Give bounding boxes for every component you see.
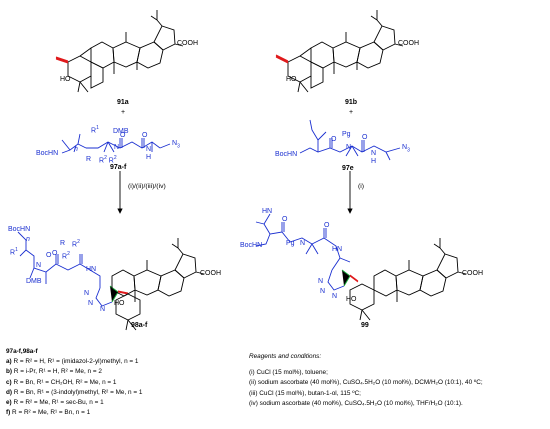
nh-98af: HN <box>86 266 97 273</box>
o-98af-2: O <box>52 250 58 257</box>
n-italic-98af: n <box>26 236 30 243</box>
r2-98af-2: R2 <box>62 251 70 261</box>
n-98af: N <box>36 262 42 269</box>
plus-left: + <box>121 109 126 116</box>
o-97e-2: O <box>362 134 368 141</box>
label-91a: 91a <box>117 99 129 106</box>
compound-98af-triazole <box>95 287 113 307</box>
legend-row-a: a) R = R² = H, R¹ = (imidazol-2-yl)methy… <box>6 358 139 366</box>
n-99: N <box>300 240 306 247</box>
r1-98af: R1 <box>10 247 18 257</box>
r2-98af-1: R2 <box>72 239 80 249</box>
bochn-99: BocHN <box>240 242 263 249</box>
alkyne-91b <box>275 54 289 64</box>
label-97af: 97a-f <box>110 164 127 171</box>
dmb-97af: DMB <box>113 128 129 135</box>
alkyne-91a <box>55 56 69 64</box>
triazole-n-98af-1: N <box>84 290 90 297</box>
n-97af: N <box>114 144 120 151</box>
reagent-ii: (ii) sodium ascorbate (40 mol%), CuSO₄.5… <box>249 379 483 387</box>
substituent-legend: 97a-f,98a-f a) R = R² = H, R¹ = (imidazo… <box>6 347 142 418</box>
label-98af: 98a-f <box>131 322 148 329</box>
label-91b: 91b <box>345 99 358 106</box>
legend-row-f: f) R = R² = Me, R¹ = Bn, n = 1 <box>6 409 91 417</box>
cooh-98af: COOH <box>200 270 221 277</box>
plus-right: + <box>349 109 354 116</box>
reagents-title: Reagents and conditions: <box>249 353 322 360</box>
label-99: 99 <box>361 322 369 329</box>
bochn-98af: BocHN <box>8 226 31 233</box>
compound-99-skeleton <box>349 238 467 321</box>
r1-97af: R1 <box>91 125 99 135</box>
r-97af: R <box>86 156 92 163</box>
triazole-n-99-2: N <box>320 288 326 295</box>
legend-row-e: e) R = R² = Me, R¹ = sec-Bu, n = 1 <box>6 399 104 407</box>
compound-97af-structure <box>61 133 171 154</box>
bochn-97af: BocHN <box>36 150 59 157</box>
n-italic-97af: n <box>74 146 78 153</box>
reagent-i: (i) CuCl (15 mol%), toluene; <box>249 369 328 377</box>
nh-97e: N <box>371 150 377 157</box>
compound-99-triazole <box>327 269 345 291</box>
hn-99: HN <box>262 208 273 215</box>
ho-98af: HO <box>114 300 125 307</box>
nh-99: HN <box>332 246 343 253</box>
triazole-n-99-1: N <box>318 278 324 285</box>
n-97e: N <box>346 144 352 151</box>
r-98af: R <box>60 240 66 247</box>
o-97af-2: O <box>142 132 148 139</box>
h-97af: H <box>146 154 152 161</box>
o-98af-1: O <box>46 252 52 259</box>
o-97e-1: O <box>331 136 337 143</box>
cooh-91a: COOH <box>177 40 198 47</box>
compound-98af-triazole-red <box>117 290 129 295</box>
reagent-iii: (iii) CuCl (15 mol%), butan-1-ol, 115 ºC… <box>249 389 361 397</box>
h-97e: H <box>371 158 377 165</box>
ho-91a: HO <box>60 76 71 83</box>
ho-91b: HO <box>286 76 297 83</box>
conditions-right: (i) <box>358 183 365 190</box>
pg-97e: Pg <box>342 131 351 138</box>
cooh-91b: COOH <box>398 40 419 47</box>
n3-97af: N3 <box>172 140 180 150</box>
compound-99-triazole-green <box>341 269 351 287</box>
reagent-iv: (iv) sodium ascorbate (40 mol%), CuSO₄.5… <box>249 399 463 407</box>
n3-97e: N3 <box>402 144 410 154</box>
triazole-n-99-3: N <box>332 293 338 300</box>
o-97af-1: O <box>120 132 126 139</box>
nh-97af: N <box>146 146 152 153</box>
cooh-99: COOH <box>462 270 483 277</box>
o-99-1: O <box>282 216 288 223</box>
label-97e: 97e <box>342 165 354 172</box>
legend-row-c: c) R = Bn, R¹ = CH₂OH, R² = Me, n = 1 <box>6 378 117 386</box>
legend-heading: 97a-f,98a-f <box>6 348 38 355</box>
compound-91a-skeleton <box>67 10 184 93</box>
triazole-n-98af-3: N <box>100 306 106 313</box>
dmb-98af: DMB <box>26 278 42 285</box>
o-99-2: O <box>324 222 330 229</box>
conditions-left: (i)/(ii)/(iii)/(iv) <box>128 183 166 190</box>
triazole-n-98af-2: N <box>88 300 94 307</box>
r2-97af: R2 R2 <box>99 155 117 165</box>
legend-row-b: b) R = i-Pr, R¹ = H, R² = Me, n = 2 <box>6 368 102 376</box>
legend-row-d: d) R = Bn, R¹ = (3-indolyl)methyl, R² = … <box>6 388 143 396</box>
compound-99-triazole-red <box>349 274 359 283</box>
reagents-conditions: Reagents and conditions: (i) CuCl (15 mo… <box>249 352 483 409</box>
pg-99: Pg <box>286 240 295 247</box>
bochn-97e: BocHN <box>275 151 298 158</box>
compound-98af-skeleton <box>111 238 205 331</box>
compound-91b-skeleton <box>287 10 404 93</box>
compound-97e-structure <box>299 119 401 161</box>
compound-98af-peptide <box>17 231 101 288</box>
compound-99-peptide <box>255 213 351 271</box>
ho-99: HO <box>346 296 357 303</box>
